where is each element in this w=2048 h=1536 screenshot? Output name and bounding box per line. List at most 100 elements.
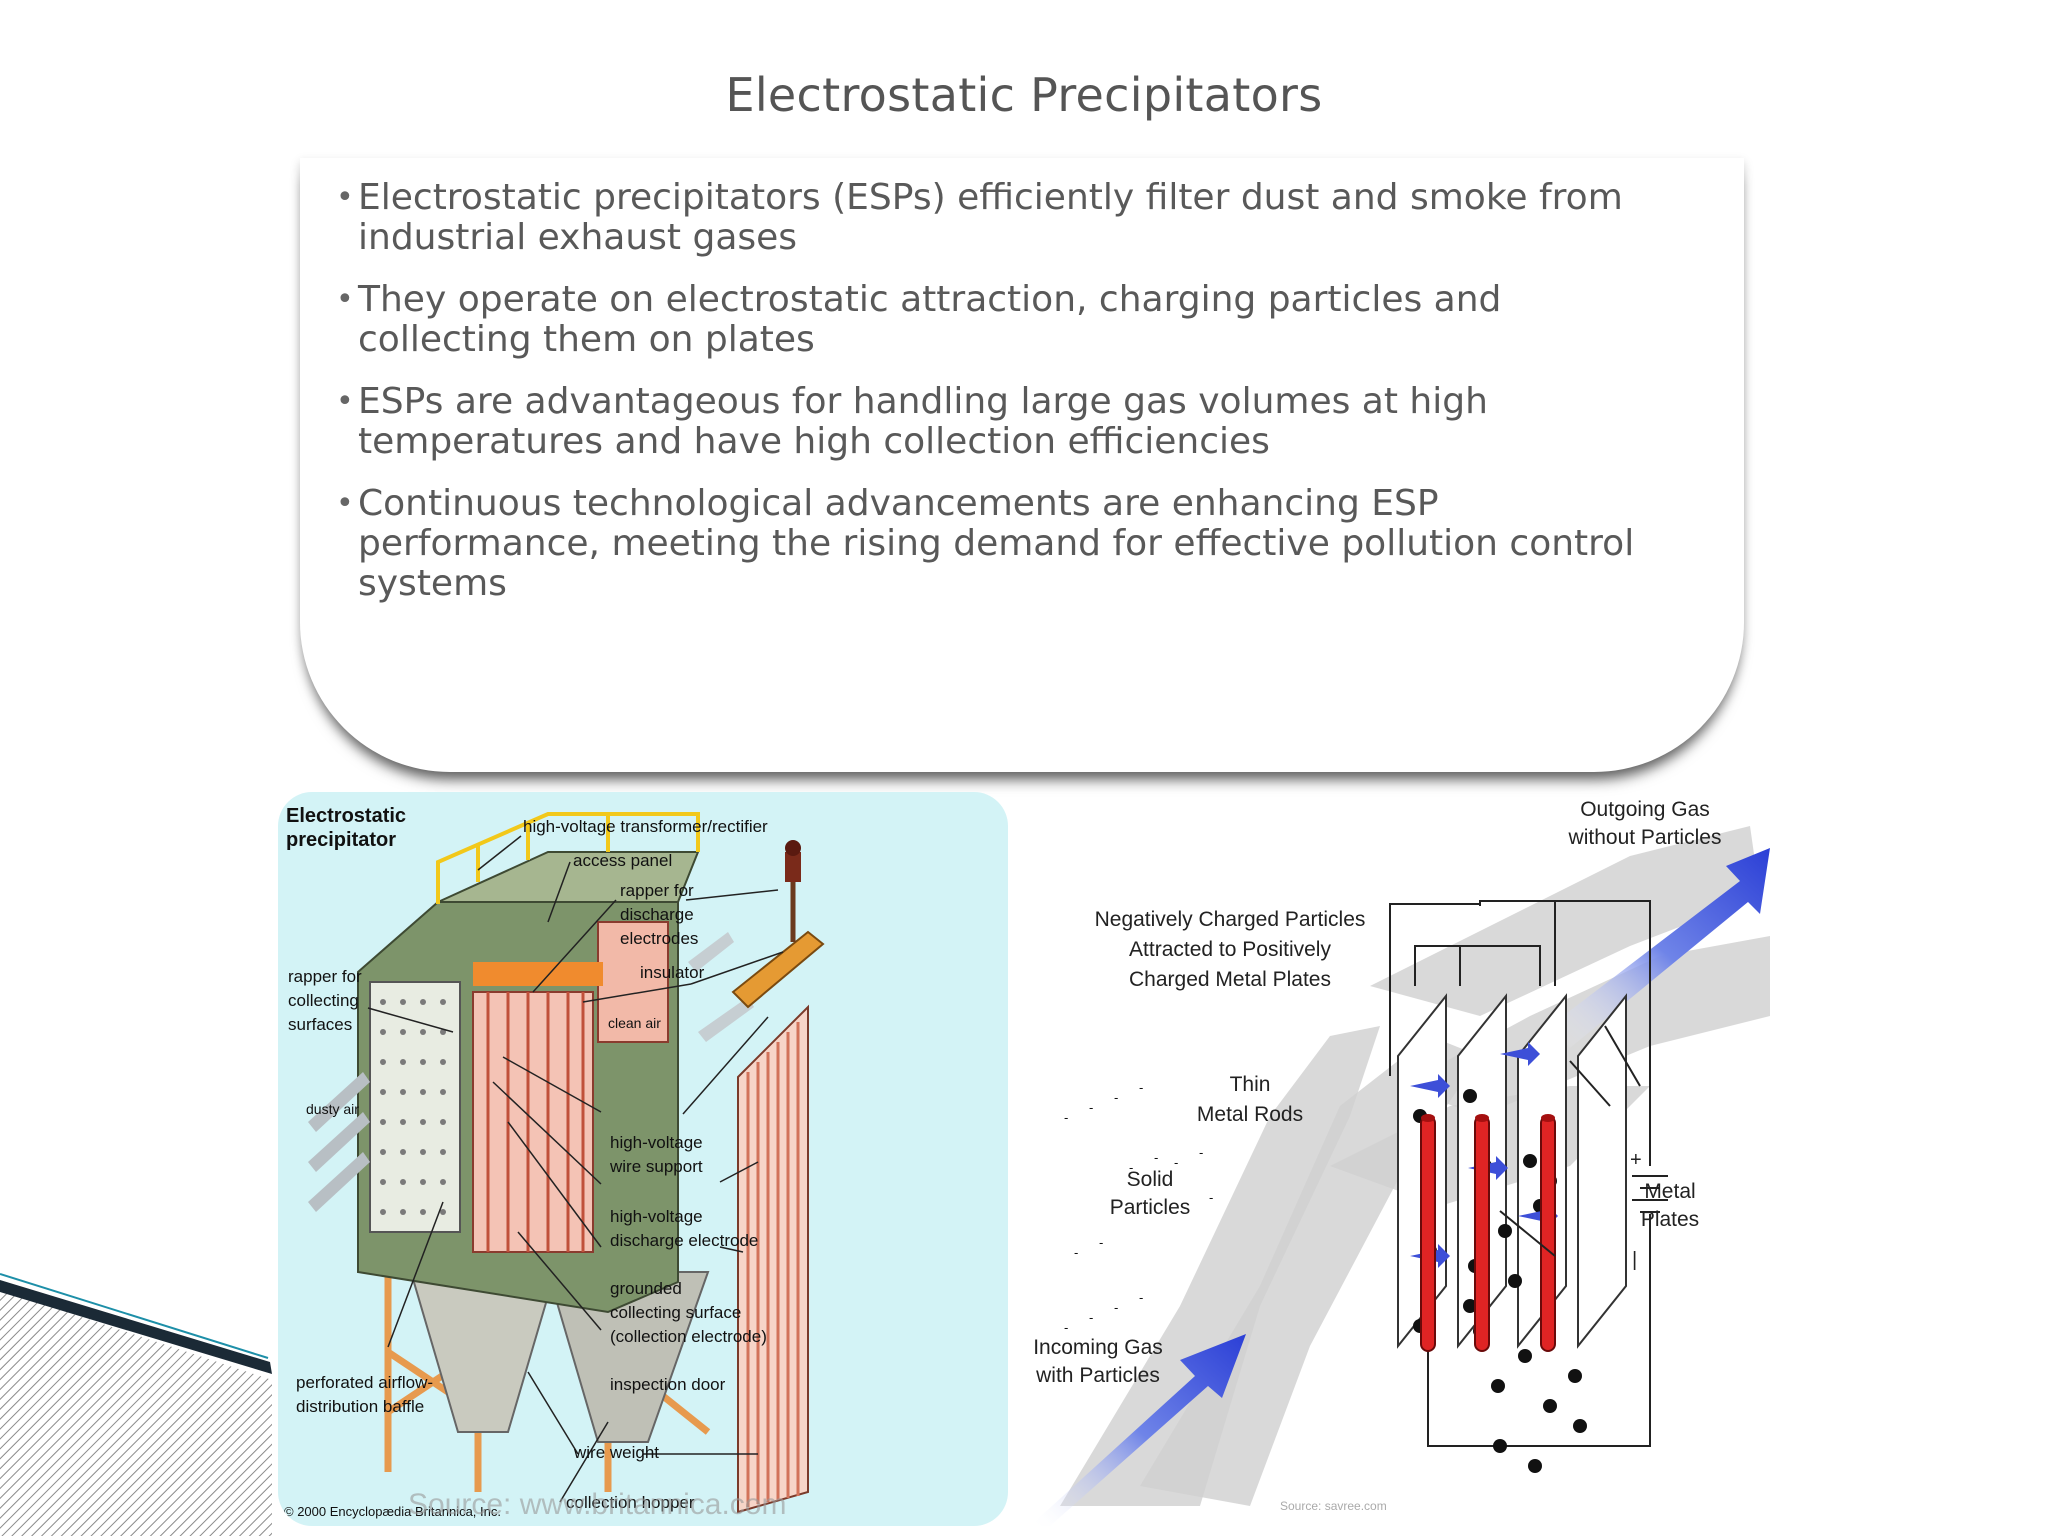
wire-support-frame <box>473 962 603 986</box>
solid-particle <box>1518 1349 1532 1363</box>
esp-cutaway-diagram: Electrostatic precipitator high-voltage … <box>278 792 1008 1526</box>
metal-rod <box>1474 1115 1490 1352</box>
label-insulator: insulator <box>640 963 705 982</box>
upper-plates <box>597 921 669 1043</box>
bullet-text: They operate on electrostatic attraction… <box>358 279 1502 360</box>
bullet-item: • Electrostatic precipitators (ESPs) eff… <box>336 178 1684 258</box>
circuit-wire <box>1414 945 1461 986</box>
diagram-title-line2: precipitator <box>286 829 396 851</box>
solid-particle <box>1573 1419 1587 1433</box>
label-incoming-gas: Incoming Gas <box>1033 1336 1163 1359</box>
label-grounded: (collection electrode) <box>610 1327 767 1346</box>
label-access-panel: access panel <box>573 851 672 870</box>
minus-sign: - <box>1174 1155 1178 1170</box>
bullet-list: • Electrostatic precipitators (ESPs) eff… <box>300 158 1744 604</box>
charged-particle <box>1463 1299 1477 1313</box>
minus-sign: - <box>1064 1320 1068 1335</box>
bullet-item: • Continuous technological advancements … <box>336 484 1684 604</box>
label-hv-wire-support: wire support <box>609 1157 703 1176</box>
label-wire-weight: wire weight <box>573 1443 659 1462</box>
label-rapper-collecting: rapper for <box>288 967 362 986</box>
label-hv-discharge: discharge electrode <box>610 1231 758 1250</box>
label-rapper-collecting: surfaces <box>288 1015 352 1034</box>
solid-particle <box>1528 1459 1542 1473</box>
perforated-baffle <box>369 981 461 1233</box>
minus-sign: - <box>1139 1080 1143 1095</box>
label-rapper-discharge: discharge <box>620 905 694 924</box>
source-watermark: Source: www.britannica.com <box>408 1488 787 1521</box>
roof-railing <box>436 812 700 904</box>
label-negatively-charged: Negatively Charged Particles <box>1095 908 1366 931</box>
label-thin-metal-rods: Metal Rods <box>1197 1103 1303 1126</box>
minus-sign: - <box>1199 1145 1203 1160</box>
electrode-assembly <box>731 840 825 1514</box>
bullet-text: Electrostatic precipitators (ESPs) effic… <box>358 177 1623 258</box>
leader-line <box>1499 1210 1556 1257</box>
solid-particle <box>1493 1439 1507 1453</box>
minus-sign: - <box>1209 1190 1213 1205</box>
circuit-wire <box>1389 903 1480 1076</box>
label-negatively-charged: Charged Metal Plates <box>1129 968 1331 991</box>
attraction-arrow <box>1500 1042 1540 1066</box>
solid-particle <box>1508 1274 1522 1288</box>
diagram-title-line1: Electrostatic <box>286 805 406 827</box>
label-rapper-collecting: collecting <box>288 991 359 1010</box>
baffle-holes <box>380 999 446 1215</box>
copyright-text: © 2000 Encyclopædia Britannica, Inc. <box>284 1504 501 1519</box>
minus-sign: - <box>1114 1090 1118 1105</box>
minus-sign: - <box>1099 1235 1103 1250</box>
minus-sign: - <box>1089 1100 1093 1115</box>
content-card: • Electrostatic precipitators (ESPs) eff… <box>300 158 1744 772</box>
circuit-wire <box>1427 1256 1651 1447</box>
circuit-wire <box>1555 900 1651 1166</box>
outgoing-gas-arrow <box>1550 848 1770 1048</box>
bullet-dot-icon: • <box>336 282 354 317</box>
solid-particle <box>1498 1224 1512 1238</box>
bullet-dot-icon: • <box>336 486 354 521</box>
charged-particle <box>1523 1154 1537 1168</box>
source-credit: Source: savree.com <box>1280 1499 1387 1513</box>
metal-rod-top <box>1475 1114 1489 1122</box>
minus-sign: - <box>1074 1245 1078 1260</box>
label-grounded: collecting surface <box>610 1303 741 1322</box>
minus-sign: - <box>1064 1110 1068 1125</box>
label-collection-hopper: collection hopper <box>566 1493 695 1512</box>
label-negatively-charged: Attracted to Positively <box>1129 938 1331 961</box>
label-grounded: grounded <box>610 1279 682 1298</box>
gas-flow-band <box>1370 826 1760 1016</box>
attraction-arrow <box>1410 1074 1450 1098</box>
solid-particle <box>1491 1379 1505 1393</box>
label-outgoing-gas: without Particles <box>1568 826 1722 849</box>
label-inspection-door: inspection door <box>610 1375 726 1394</box>
minus-sign: - <box>1154 1150 1158 1165</box>
dusty-air-arrows <box>308 1072 370 1212</box>
battery-plus-sign: + <box>1630 1149 1642 1171</box>
label-outgoing-gas: Outgoing Gas <box>1580 798 1710 821</box>
gas-flow-band <box>1060 1026 1380 1506</box>
label-metal-plates: Plates <box>1641 1208 1699 1231</box>
clean-air-arrows <box>688 932 754 1042</box>
minus-sign: - <box>1089 1310 1093 1325</box>
circuit-wire <box>1460 945 1541 986</box>
minus-sign: - <box>1184 1200 1188 1215</box>
metal-rod <box>1540 1115 1556 1352</box>
principle-scene <box>1389 900 1921 1473</box>
label-solid-particles: Solid <box>1127 1168 1174 1191</box>
metal-rod-top <box>1541 1114 1555 1122</box>
label-rapper-discharge: rapper for <box>620 881 694 900</box>
minus-sign: - <box>1129 1160 1133 1175</box>
label-dusty-air: dusty air <box>306 1101 359 1117</box>
battery-minus-sign: | <box>1632 1249 1637 1271</box>
label-thin-metal-rods: Thin <box>1230 1073 1271 1096</box>
bullet-dot-icon: • <box>336 180 354 215</box>
label-transformer: high-voltage transformer/rectifier <box>523 817 768 836</box>
label-incoming-gas: with Particles <box>1035 1364 1160 1387</box>
slide-title: Electrostatic Precipitators <box>725 68 1323 122</box>
bullet-item: • ESPs are advantageous for handling lar… <box>336 382 1684 462</box>
label-baffle: perforated airflow- <box>296 1373 433 1392</box>
leader-line <box>1604 1025 1641 1087</box>
label-hv-discharge: high-voltage <box>610 1207 703 1226</box>
bullet-text: Continuous technological advancements ar… <box>358 483 1635 604</box>
solid-particle <box>1543 1399 1557 1413</box>
